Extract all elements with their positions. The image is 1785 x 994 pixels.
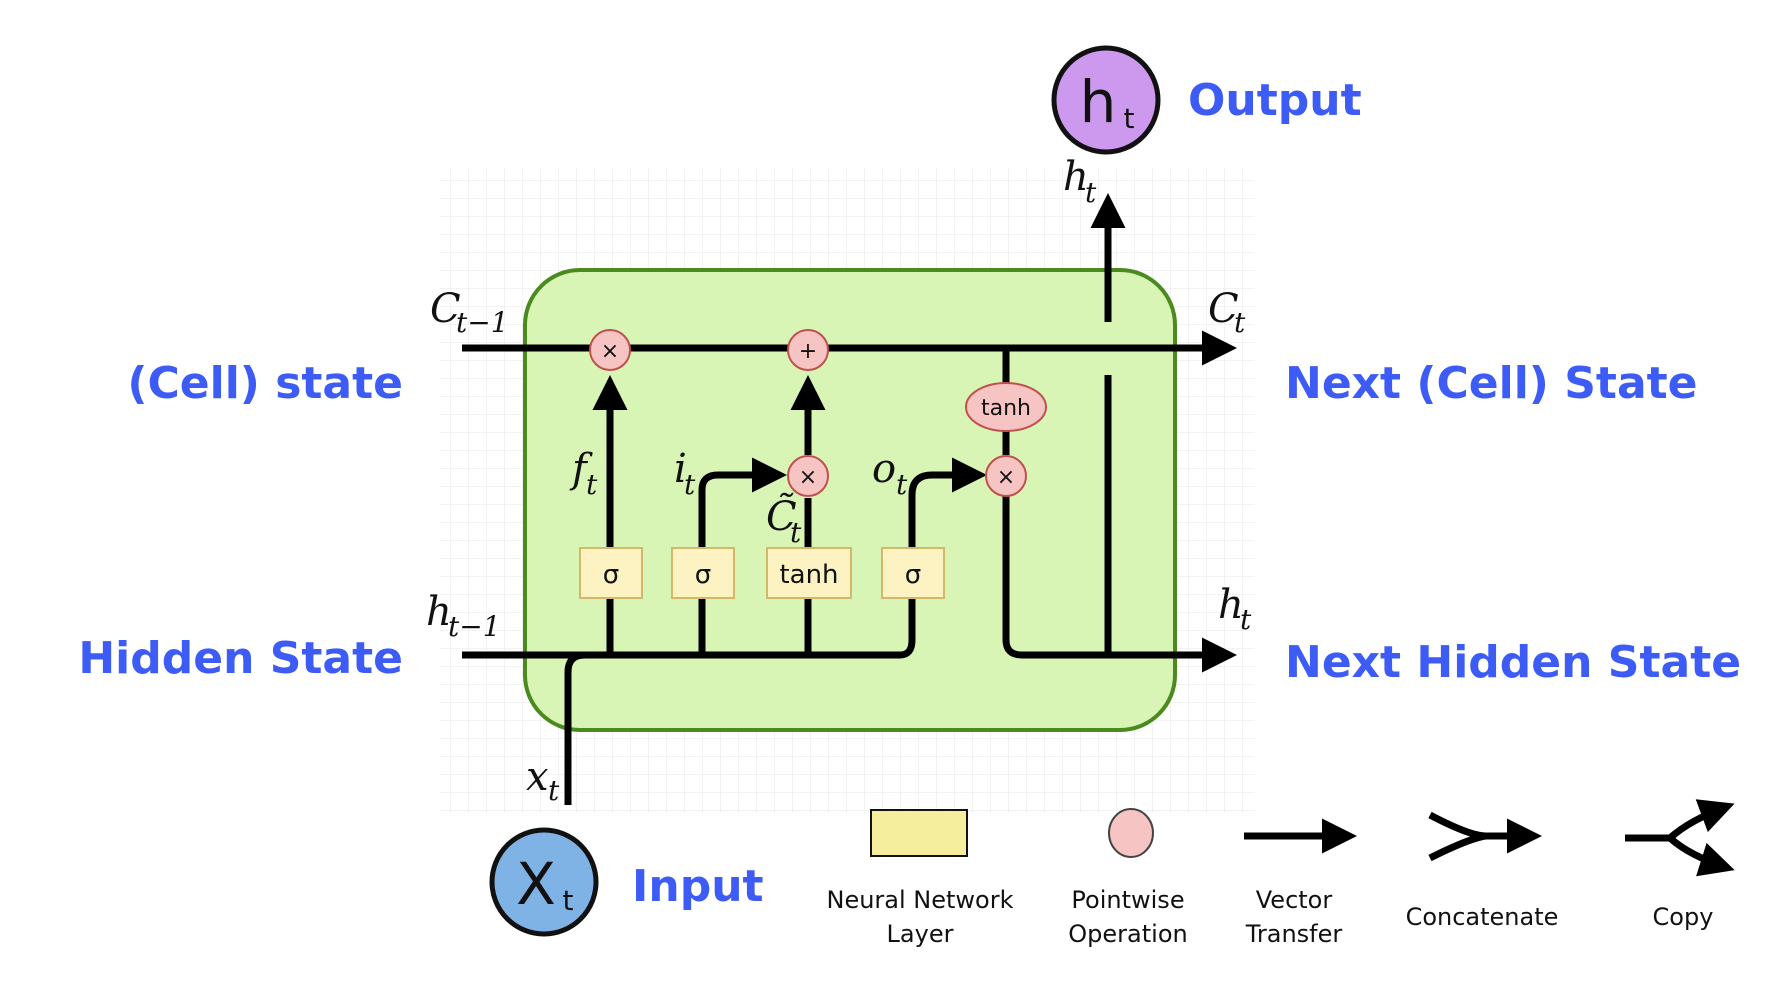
label-h-next: h t (1218, 582, 1252, 636)
svg-text:x: x (526, 754, 549, 800)
layer-candidate: tanh (766, 547, 852, 599)
svg-text:+: + (799, 339, 817, 364)
svg-text:t: t (1240, 603, 1252, 636)
svg-text:t: t (1124, 102, 1135, 135)
svg-text:tanh: tanh (981, 396, 1031, 421)
hidden-state-label: Hidden State (78, 633, 403, 684)
svg-text:C̃: C̃ (766, 493, 797, 540)
pointwise-input-multiply: × (787, 455, 829, 497)
input-node: X t (489, 827, 599, 937)
svg-text:C: C (1208, 286, 1239, 332)
label-h-prev: h t−1 (426, 589, 501, 643)
svg-text:i: i (674, 446, 687, 492)
svg-text:σ: σ (695, 560, 711, 590)
legend-pointwise: Pointwise Operation (1068, 808, 1188, 948)
label-o: o t (872, 446, 908, 501)
svg-text:t: t (586, 468, 598, 501)
svg-text:Copy: Copy (1653, 903, 1714, 931)
legend-nn-layer: Neural Network Layer (826, 809, 1014, 948)
svg-text:C: C (430, 286, 461, 332)
output-node: h t (1051, 45, 1161, 155)
label-i: i t (674, 446, 696, 501)
label-c-prev: C t−1 (430, 286, 509, 339)
svg-text:o: o (872, 446, 896, 492)
label-h-up: h t (1063, 154, 1097, 209)
layer-output: σ (881, 547, 945, 599)
legend: Neural Network Layer Pointwise Operation… (826, 799, 1735, 948)
label-c-next: C t (1208, 286, 1246, 339)
svg-text:t−1: t−1 (448, 610, 501, 643)
svg-text:Concatenate: Concatenate (1406, 903, 1559, 931)
svg-text:h: h (1080, 68, 1117, 136)
next-cell-state-label: Next (Cell) State (1285, 358, 1698, 409)
output-label: Output (1188, 75, 1362, 126)
svg-text:Operation: Operation (1068, 920, 1187, 948)
pointwise-tanh: tanh (965, 382, 1047, 432)
legend-vector-transfer: Vector Transfer (1244, 818, 1357, 948)
svg-text:t: t (896, 468, 908, 501)
cell-state-label: (Cell) state (127, 358, 403, 409)
layer-input: σ (671, 547, 735, 599)
svg-text:h: h (426, 589, 452, 635)
svg-text:t: t (1234, 306, 1246, 339)
label-c-tilde: C̃ t (766, 493, 802, 549)
svg-text:t−1: t−1 (456, 306, 509, 339)
svg-text:h: h (1218, 582, 1244, 628)
legend-copy: Copy (1625, 799, 1735, 931)
svg-text:×: × (799, 465, 817, 490)
svg-text:Neural Network: Neural Network (826, 886, 1013, 914)
svg-text:t: t (790, 516, 802, 549)
pointwise-output-multiply: × (985, 455, 1027, 497)
svg-text:σ: σ (905, 560, 921, 590)
pointwise-add: + (787, 329, 829, 371)
svg-text:Layer: Layer (887, 920, 954, 948)
svg-text:t: t (684, 468, 696, 501)
svg-text:t: t (1085, 176, 1097, 209)
svg-text:Pointwise: Pointwise (1071, 886, 1184, 914)
svg-text:Transfer: Transfer (1245, 920, 1343, 948)
legend-concatenate: Concatenate (1406, 811, 1559, 931)
svg-text:h: h (1063, 154, 1089, 200)
output-wire (1002, 495, 1237, 673)
layer-forget: σ (579, 547, 643, 599)
svg-text:σ: σ (603, 560, 619, 590)
input-line (564, 651, 586, 805)
pointwise-forget-multiply: × (589, 329, 631, 371)
svg-text:Vector: Vector (1256, 886, 1333, 914)
svg-text:tanh: tanh (779, 560, 838, 590)
svg-text:t: t (563, 884, 574, 917)
next-hidden-state-label: Next Hidden State (1285, 637, 1741, 688)
input-label: Input (632, 861, 764, 912)
svg-text:×: × (601, 339, 619, 364)
input-gate-wire (698, 457, 787, 655)
svg-text:×: × (997, 465, 1015, 490)
label-x-input: x t (526, 754, 560, 807)
svg-text:t: t (548, 774, 560, 807)
svg-text:X: X (516, 850, 556, 918)
